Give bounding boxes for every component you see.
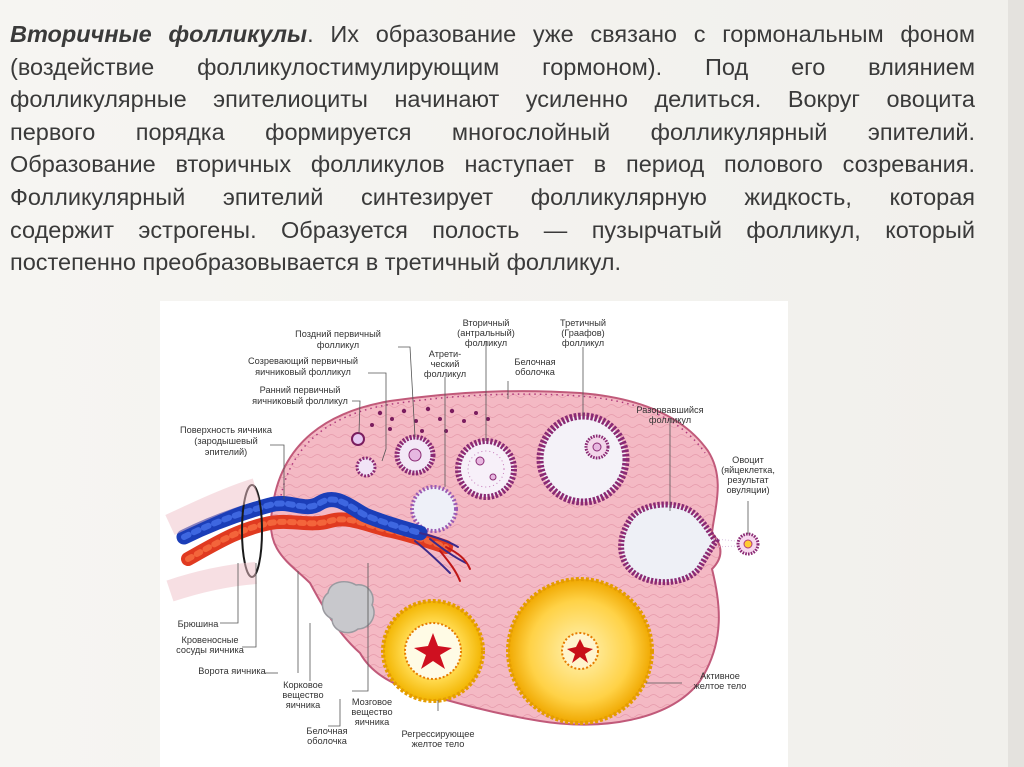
tertiary-follicle [536, 412, 630, 506]
leader-lines [220, 341, 749, 727]
paragraph-line: (воздействие фолликулостимулирующим горм… [10, 53, 975, 80]
label-secondary: Вторичный(антральный)фолликул [457, 318, 515, 348]
label-hilum: Ворота яичника [198, 666, 266, 676]
paragraph-line: содержит эстрогены. Образуется полость —… [10, 216, 975, 243]
ovocyte [715, 532, 760, 556]
paragraph-line: Образование вторичных фолликулов наступа… [10, 151, 975, 178]
paragraph-line: фолликулярные эпителиоциты начинают усил… [10, 86, 975, 113]
paragraph-line: постепенно преобразовывается в третичный… [10, 249, 622, 276]
blood-vessels [176, 492, 471, 582]
paragraph-line: Вторичные фолликулы. Их образование уже … [10, 21, 975, 47]
paragraph: Вторичные фолликулы. Их образование уже … [10, 18, 975, 279]
secondary-follicle [455, 438, 517, 500]
paragraph-line: первого порядка формируется многослойный… [10, 118, 975, 145]
label-tertiary: Третичный(Граафов)фолликул [560, 318, 606, 348]
label-peritoneum: Брюшина [178, 619, 220, 629]
corpus-albicans [321, 580, 375, 634]
early-primary-follicle [351, 432, 365, 446]
paragraph-line: Фолликулярный эпителий синтезирует фолли… [10, 183, 975, 210]
maturing-primary-follicle [355, 456, 377, 478]
paragraph-lead: Вторичные фолликулы [10, 21, 308, 47]
ruptured-follicle [618, 501, 720, 586]
atretic-follicle [410, 485, 458, 533]
